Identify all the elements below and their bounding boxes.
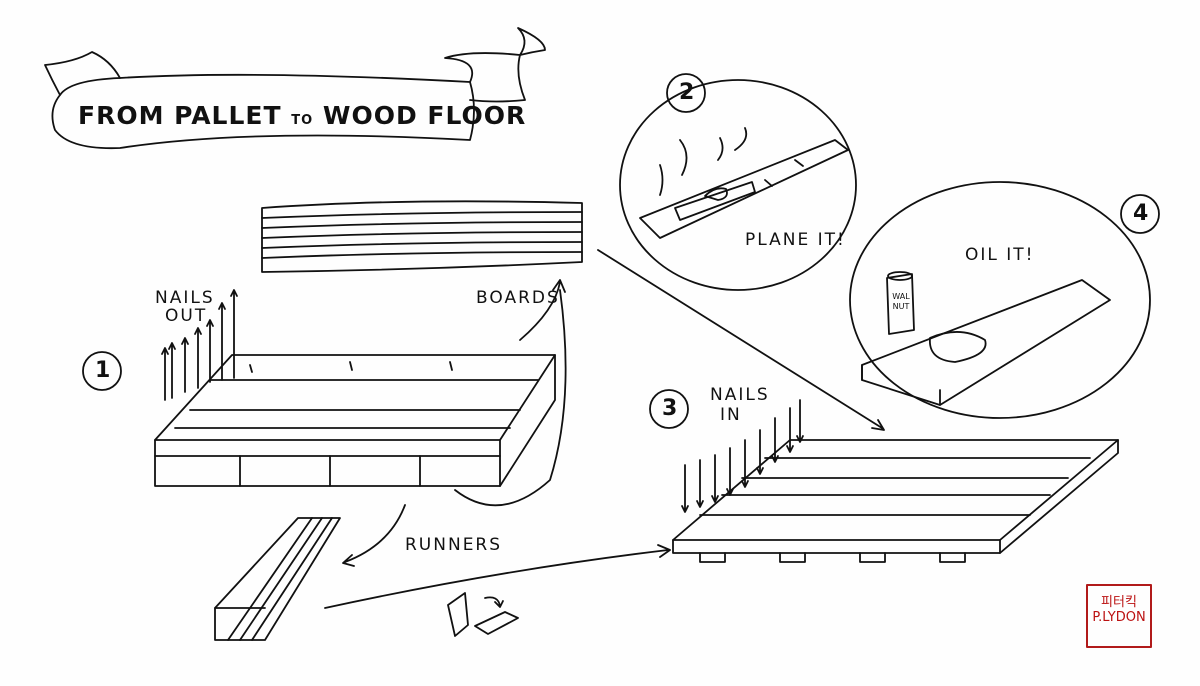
arrow-runners-to-floor (324, 544, 671, 609)
signature-stamp (1086, 584, 1152, 648)
runners (214, 517, 341, 641)
nails-out (161, 289, 238, 401)
arrow-pallet-to-runners (342, 504, 406, 567)
boards-label: BOARDS (476, 288, 560, 308)
signature-line1: 피터킥 (1101, 595, 1137, 610)
oil-can-line1: WAL (892, 292, 910, 301)
board-stack (261, 200, 583, 273)
step-4-caption: OIL IT! (965, 245, 1035, 265)
signature-line2: P.LYDON (1092, 610, 1146, 625)
nails-out-label-line2: OUT (165, 306, 208, 326)
cut-pieces (447, 592, 519, 637)
plane-it-bubble (619, 79, 857, 291)
arrow-boards-to-floor (597, 249, 885, 431)
arrow-pallet-to-boards-2 (454, 289, 567, 507)
nails-out-label-line1: NAILS (155, 288, 215, 308)
banner-title-part2: WOOD FLOOR (322, 101, 527, 130)
step-1-circle (82, 351, 122, 391)
banner-title-part1: FROM PALLET (78, 101, 282, 130)
oil-it-bubble (849, 181, 1151, 419)
step-2-number: 2 (679, 80, 695, 105)
arrow-pallet-to-boards (519, 279, 566, 341)
step-2-circle (666, 73, 706, 113)
step-3-caption-line1: NAILS (710, 385, 770, 405)
step-2-caption: PLANE IT! (745, 230, 846, 250)
step-4-circle (1120, 194, 1160, 234)
step-4-number: 4 (1133, 201, 1149, 226)
title-banner (44, 27, 546, 150)
step-3-circle (649, 389, 689, 429)
signature-text: 피터킥 P.LYDON (1089, 595, 1149, 625)
oil-can-label: WAL NUT (890, 292, 912, 312)
runners-label: RUNNERS (405, 535, 503, 555)
step-1-number: 1 (95, 358, 111, 383)
wood-floor (672, 439, 1119, 563)
step-3-caption-line2: IN (720, 405, 742, 425)
step-3-number: 3 (662, 396, 678, 421)
nails-in (681, 399, 804, 513)
banner-title: FROM PALLET TO WOOD FLOOR (78, 101, 526, 130)
oil-can-line2: NUT (892, 302, 910, 311)
banner-title-connector: TO (291, 113, 314, 128)
pallet (154, 354, 556, 487)
